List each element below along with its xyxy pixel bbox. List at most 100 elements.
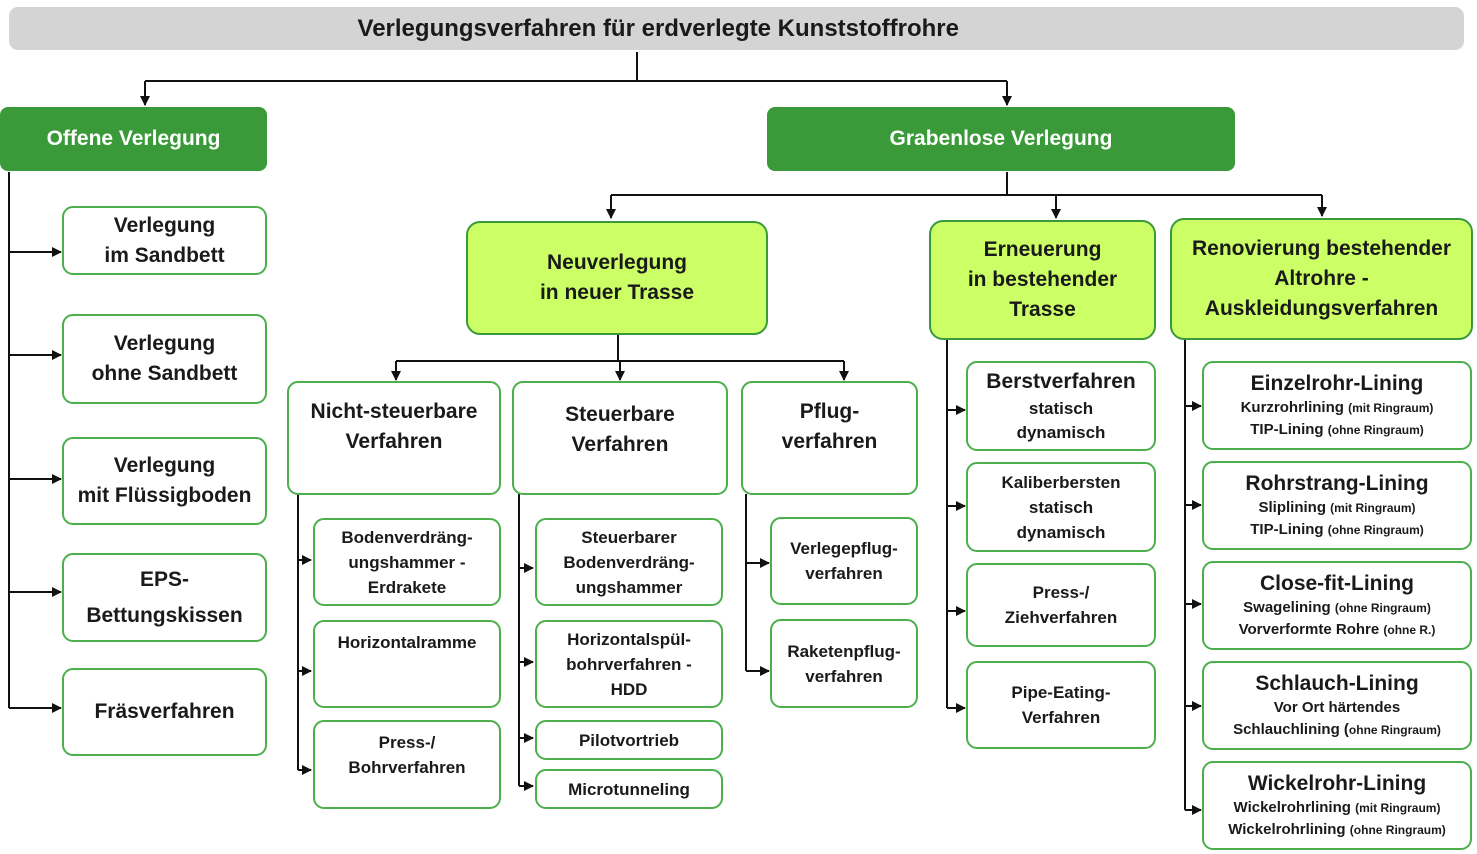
- node-sub-line: Sliplining (mit Ringraum): [1258, 497, 1415, 519]
- node-label-line: Pipe-Eating-: [1011, 683, 1111, 702]
- node-title: Einzelrohr-Lining: [1250, 372, 1424, 395]
- node-renovierung: Renovierung bestehender Altrohre - Auskl…: [1170, 218, 1473, 340]
- sub-text: Kurzrohrlining: [1240, 399, 1344, 416]
- sub-note: (mit Ringraum): [1330, 501, 1416, 515]
- page-title: Verlegungsverfahren für erdverlegte Kuns…: [357, 15, 959, 42]
- node-verlegepflugverfahren: Verlegepflug- verfahren: [770, 517, 918, 605]
- node-label-line: in neuer Trasse: [539, 281, 695, 304]
- node-label-line: Trasse: [1009, 298, 1076, 321]
- node-label-line: bohrverfahren -: [566, 654, 692, 674]
- node-sub-line: Swagelining (ohne Ringraum): [1243, 597, 1431, 619]
- node-label-line: verfahren: [805, 564, 883, 583]
- node-label-line: dynamisch: [1016, 423, 1106, 442]
- node-steuerbarer-bodenverdraengungshammer: Steuerbarer Bodenverdräng- ungshammer: [535, 518, 723, 606]
- node-label-line: Bodenverdräng-: [341, 527, 473, 547]
- node-label-line: Press-/: [1032, 583, 1090, 602]
- sub-text: Vorverformte Rohre: [1238, 621, 1380, 638]
- node-neuverlegung: Neuverlegung in neuer Trasse: [466, 221, 768, 335]
- node-label-line: Verfahren: [1021, 708, 1101, 727]
- node-raketenpflugverfahren: Raketenpflug- verfahren: [770, 619, 918, 708]
- node-verlegung-ohne-sandbett: Verlegung ohne Sandbett: [62, 314, 267, 404]
- node-sub-line: TIP-Lining (ohne Ringraum): [1250, 519, 1424, 541]
- node-sub-line: Wickelrohrlining (ohne Ringraum): [1228, 819, 1446, 841]
- node-offene-verlegung: Offene Verlegung: [0, 107, 267, 171]
- node-label-line: Ziehverfahren: [1004, 608, 1118, 627]
- node-label-line: Neuverlegung: [546, 251, 688, 274]
- node-sub-line: TIP-Lining (ohne Ringraum): [1250, 419, 1424, 441]
- node-microtunneling: Microtunneling: [535, 769, 723, 809]
- sub-note: ohne Ringraum): [1348, 723, 1441, 737]
- sub-note: (mit Ringraum): [1355, 801, 1441, 815]
- node-grabenlose-verlegung: Grabenlose Verlegung: [767, 107, 1235, 171]
- node-steuerbare-verfahren: Steuerbare Verfahren: [512, 381, 728, 495]
- node-label: Offene Verlegung: [46, 127, 221, 150]
- node-label-line: Berstverfahren: [986, 370, 1136, 393]
- node-label-line: ungshammer -: [348, 552, 466, 572]
- node-label-line: Steuerbarer: [581, 527, 677, 547]
- node-wickelrohr-lining: Wickelrohr-Lining Wickelrohrlining (mit …: [1202, 761, 1472, 850]
- node-label-line: dynamisch: [1016, 522, 1106, 542]
- node-title: Wickelrohr-Lining: [1247, 772, 1427, 795]
- node-nicht-steuerbare-verfahren: Nicht-steuerbare Verfahren: [287, 381, 501, 495]
- sub-text: Schlauchlining (: [1233, 721, 1349, 738]
- node-label-line: Auskleidungsverfahren: [1204, 297, 1439, 320]
- node-label-line: Raketenpflug-: [787, 641, 901, 661]
- node-berstverfahren: Berstverfahren statisch dynamisch: [966, 361, 1156, 451]
- node-horizontalspuelbohrverfahren-hdd: Horizontalspül- bohrverfahren - HDD: [535, 620, 723, 708]
- node-label-line: Erdrakete: [367, 577, 447, 597]
- sub-text: Wickelrohrlining: [1233, 799, 1351, 816]
- sub-text: Wickelrohrlining: [1228, 821, 1346, 838]
- node-fraesverfahren: Fräsverfahren: [62, 668, 267, 756]
- node-label-line: in bestehender: [967, 268, 1118, 291]
- node-label-line: Microtunneling: [568, 779, 690, 799]
- node-label-line: statisch: [1028, 399, 1094, 418]
- sub-note: (ohne Ringraum): [1334, 601, 1431, 615]
- node-label-line: Bettungskissen: [86, 603, 243, 627]
- node-schlauch-lining: Schlauch-Lining Vor Ort härtendes Schlau…: [1202, 661, 1472, 750]
- node-pipe-eating-verfahren: Pipe-Eating- Verfahren: [966, 661, 1156, 749]
- node-rohrstrang-lining: Rohrstrang-Lining Sliplining (mit Ringra…: [1202, 461, 1472, 550]
- node-title: Rohrstrang-Lining: [1245, 472, 1429, 495]
- node-sub-line: Kurzrohrlining (mit Ringraum): [1241, 397, 1434, 419]
- node-label-line: ohne Sandbett: [91, 362, 238, 385]
- node-label-line: Horizontalramme: [337, 633, 477, 652]
- node-eps-bettungskissen: EPS- Bettungskissen: [62, 553, 267, 642]
- node-press-bohrverfahren: Press-/ Bohrverfahren: [313, 720, 501, 809]
- node-label-line: im Sandbett: [104, 243, 225, 267]
- sub-note: (ohne Ringraum): [1327, 423, 1424, 437]
- node-label-line: Verlegung: [113, 454, 216, 477]
- node-verlegung-mit-fluessigboden: Verlegung mit Flüssigboden: [62, 437, 267, 525]
- node-label-line: ungshammer: [575, 577, 683, 597]
- node-label-line: HDD: [610, 679, 648, 699]
- node-label-line: Kaliberbersten: [1001, 472, 1121, 492]
- node-pflugverfahren: Pflug- verfahren: [741, 381, 918, 495]
- node-label-line: statisch: [1028, 497, 1094, 517]
- node-sub-line: Vorverformte Rohre (ohne R.): [1239, 619, 1436, 641]
- node-label-line: Pflug-: [799, 400, 860, 423]
- sub-note: (ohne Ringraum): [1349, 823, 1446, 837]
- node-title: Close-fit-Lining: [1260, 572, 1414, 595]
- node-kaliberbersten: Kaliberbersten statisch dynamisch: [966, 462, 1156, 552]
- node-horizontalramme: Horizontalramme: [313, 620, 501, 708]
- node-label-line: verfahren: [805, 666, 883, 686]
- node-label-line: Horizontalspül-: [567, 629, 691, 649]
- node-label-line: Steuerbare: [565, 403, 675, 426]
- node-einzelrohr-lining: Einzelrohr-Lining Kurzrohrlining (mit Ri…: [1202, 361, 1472, 450]
- node-label-line: Nicht-steuerbare: [310, 400, 478, 423]
- node-sub-line: Schlauchlining (ohne Ringraum): [1233, 719, 1441, 741]
- node-verlegung-im-sandbett: Verlegung im Sandbett: [62, 206, 267, 275]
- node-label-line: Altrohre -: [1274, 267, 1369, 290]
- node-label-line: Verfahren: [571, 433, 669, 456]
- node-label-line: Press-/: [378, 733, 436, 752]
- title-bar: Verlegungsverfahren für erdverlegte Kuns…: [9, 7, 1464, 50]
- sub-text: TIP-Lining: [1250, 521, 1324, 538]
- node-label-line: Verlegung: [113, 332, 216, 355]
- node-label-line: Bohrverfahren: [348, 758, 466, 777]
- node-label-line: Verlegepflug-: [790, 539, 898, 558]
- node-close-fit-lining: Close-fit-Lining Swagelining (ohne Ringr…: [1202, 561, 1472, 650]
- node-label-line: verfahren: [781, 430, 878, 453]
- sub-text: TIP-Lining: [1250, 421, 1324, 438]
- node-label-line: Fräsverfahren: [94, 700, 235, 723]
- sub-note: (ohne Ringraum): [1327, 523, 1424, 537]
